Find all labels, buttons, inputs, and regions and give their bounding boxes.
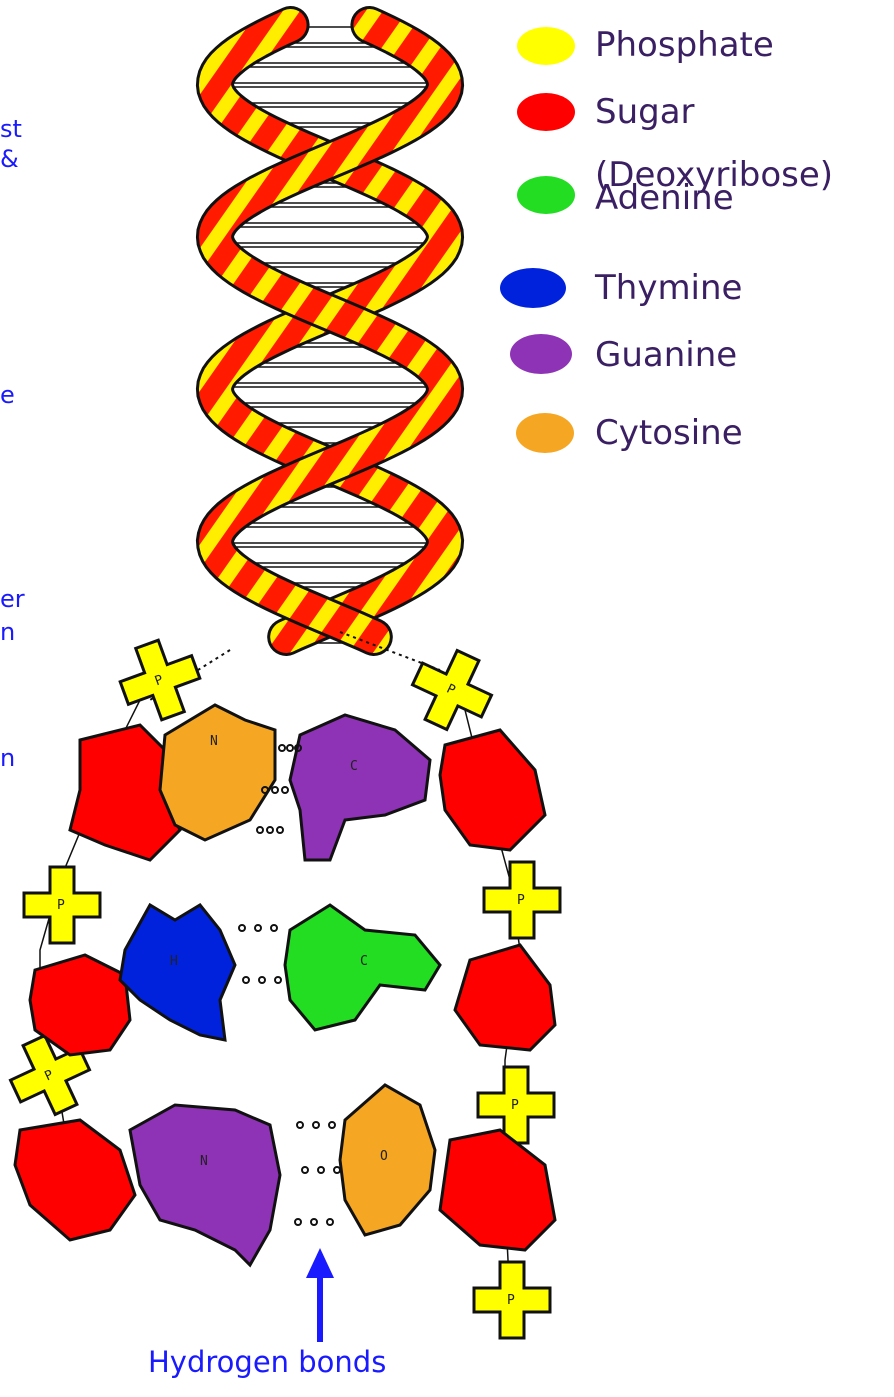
legend-label-thymine: Thymine bbox=[595, 268, 742, 308]
nucleotide-section: P P P P P P P bbox=[0, 631, 560, 1338]
legend-label-adenine: Adenine bbox=[595, 178, 734, 218]
svg-text:P: P bbox=[507, 1293, 515, 1308]
side-note-3: e bbox=[0, 381, 15, 409]
sugar-5 bbox=[15, 1120, 135, 1240]
atom-label: O bbox=[380, 1149, 388, 1164]
phosphate-4: P bbox=[484, 862, 560, 938]
legend-label-cytosine: Cytosine bbox=[595, 413, 743, 453]
base-pair-rung bbox=[216, 387, 444, 403]
legend-label-sugar: Sugar bbox=[595, 92, 695, 132]
base-pair-rung bbox=[218, 87, 442, 103]
hydrogen-bonds-arrow bbox=[306, 1248, 334, 1342]
svg-text:P: P bbox=[517, 893, 525, 908]
atom-label: N bbox=[200, 1154, 208, 1169]
legend-swatch-thymine bbox=[500, 268, 566, 308]
legend-swatch-sugar bbox=[517, 93, 575, 131]
base-pair-rung bbox=[215, 227, 445, 243]
thymine-1 bbox=[120, 905, 235, 1040]
base-pair-rung bbox=[216, 527, 444, 543]
phosphate-2: P bbox=[402, 640, 503, 741]
legend-label-phosphate: Phosphate bbox=[595, 25, 774, 65]
hydrogen-bonds-2 bbox=[239, 925, 281, 983]
sugar-6 bbox=[440, 1130, 555, 1250]
legend-swatch-adenine bbox=[517, 176, 575, 214]
svg-text:P: P bbox=[511, 1098, 519, 1113]
side-note-1: st bbox=[0, 115, 22, 143]
legend-label-guanine: Guanine bbox=[595, 335, 737, 375]
guanine-2 bbox=[130, 1105, 280, 1265]
phosphate-1: P bbox=[111, 631, 208, 728]
legend-swatch-guanine bbox=[510, 334, 572, 374]
svg-text:P: P bbox=[57, 898, 65, 913]
sugar-2 bbox=[440, 730, 545, 850]
hydrogen-bonds-3 bbox=[295, 1122, 340, 1225]
legend-swatch-cytosine bbox=[516, 413, 574, 453]
atom-label: C bbox=[360, 954, 368, 969]
atom-label: N bbox=[210, 734, 218, 749]
side-note-2: & bbox=[0, 145, 19, 173]
side-note-4: er bbox=[0, 585, 25, 613]
side-note-5: n bbox=[0, 618, 15, 646]
atom-label: C bbox=[350, 759, 358, 774]
base-pair-rung bbox=[217, 67, 443, 83]
legend-swatches bbox=[500, 27, 575, 453]
phosphate-7: P bbox=[474, 1262, 550, 1338]
legend-swatch-phosphate bbox=[517, 27, 575, 65]
cytosine-1 bbox=[160, 705, 275, 840]
phosphate-3: P bbox=[24, 867, 100, 943]
sugar-4 bbox=[455, 945, 555, 1050]
side-note-6: n bbox=[0, 744, 15, 772]
hydrogen-bonds-label: Hydrogen bonds bbox=[148, 1345, 386, 1379]
atom-label: H bbox=[170, 954, 178, 969]
double-helix bbox=[150, 25, 445, 700]
guanine-1 bbox=[290, 715, 430, 860]
